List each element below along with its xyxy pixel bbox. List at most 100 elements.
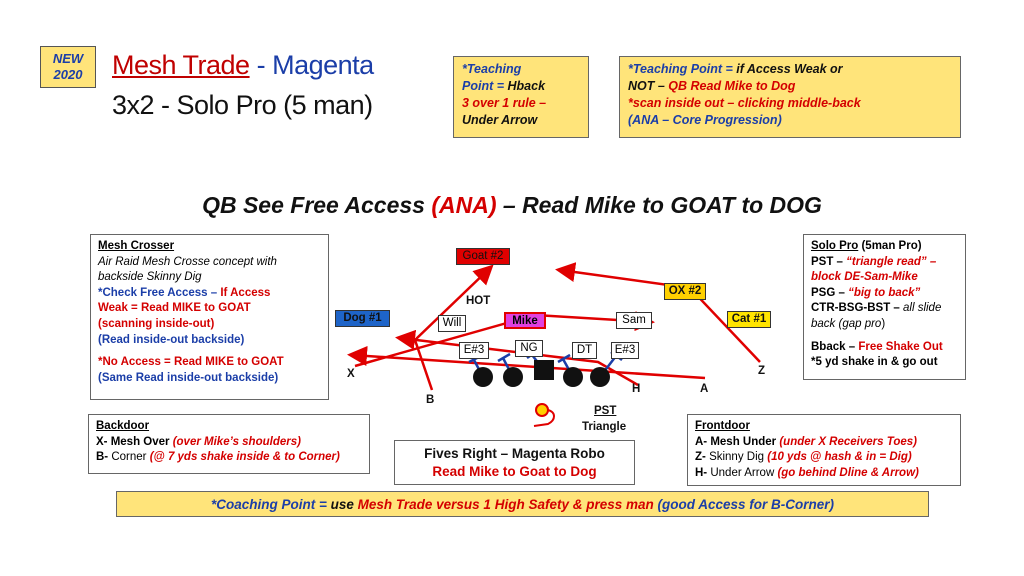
tp2-line1: *Teaching Point = if Access Weak or — [628, 61, 952, 78]
ol-right-tackle — [590, 367, 610, 387]
solo-line4b: all slide — [903, 302, 942, 315]
ol-left-guard — [503, 367, 523, 387]
qb-read-heading: QB See Free Access (ANA) – Read Mike to … — [0, 192, 1024, 219]
solo-title-main: Solo Pro — [811, 240, 859, 252]
tp2-line2b: QB Read Mike to Dog — [668, 79, 796, 93]
solo-line5b: ) — [881, 317, 886, 330]
teaching-point-hback: *Teaching Point = Hback 3 over 1 rule – … — [453, 56, 589, 138]
frontdoor-line1b: (under X Receivers Toes) — [779, 435, 917, 448]
pst-label: PST — [594, 405, 617, 417]
dog-label: Dog #1 — [335, 310, 390, 327]
frontdoor-line3c: (go behind Dline & Arrow) — [777, 466, 919, 479]
solo-line1a: PST – — [811, 255, 847, 268]
will-label: Will — [438, 315, 466, 332]
backdoor-line1a: X- Mesh Over — [96, 435, 173, 448]
new-badge: NEW 2020 — [40, 46, 96, 88]
h-back-label: H — [632, 383, 641, 395]
mesh-line3: *Check Free Access – If Access — [98, 286, 321, 302]
title-separator: - — [249, 50, 273, 80]
tp1-line2a: Point = — [462, 79, 508, 93]
mesh-line7: *No Access = Read MIKE to GOAT — [98, 356, 284, 369]
frontdoor-line1: A- Mesh Under (under X Receivers Toes) — [695, 435, 953, 451]
goat-label: Goat #2 — [456, 248, 510, 265]
tp2-line2a: NOT – — [628, 79, 669, 93]
z-receiver-label: Z — [758, 365, 766, 377]
solo-line4a: CTR-BSG-BST – — [811, 302, 903, 315]
solo-line6: Bback – Free Shake Out — [811, 340, 958, 356]
coach-part-a: *Coaching Point = — [210, 497, 331, 512]
play-color: Magenta — [272, 50, 374, 80]
new-badge-line2: 2020 — [53, 67, 83, 82]
solo-line5: back (gap pro) — [811, 317, 958, 333]
mesh-line4: Weak = Read MIKE to GOAT — [98, 302, 251, 315]
e3-left-label: E#3 — [459, 342, 489, 359]
mesh-line2: backside Skinny Dig — [98, 271, 202, 284]
mesh-line5: (scanning inside-out) — [98, 317, 215, 330]
frontdoor-title: Frontdoor — [695, 420, 750, 432]
backdoor-line2a: B- — [96, 451, 112, 464]
dt-label: DT — [572, 342, 597, 359]
sam-label: Sam — [616, 312, 652, 329]
tp2-line3: *scan inside out – clicking middle-back — [628, 96, 861, 110]
ol-right-guard — [563, 367, 583, 387]
coach-part-b: use — [330, 497, 358, 512]
mesh-line8: (Same Read inside-out backside) — [98, 371, 279, 384]
x-receiver-label: X — [347, 368, 355, 380]
backdoor-line2: B- Corner (@ 7 yds shake inside & to Cor… — [96, 450, 362, 466]
cat-label: Cat #1 — [727, 311, 771, 328]
solo-pro-box: Solo Pro (5man Pro) PST – “triangle read… — [803, 234, 966, 380]
backdoor-line2b: Corner — [111, 451, 150, 464]
coach-part-c: Mesh Trade versus 1 High Safety & press … — [357, 497, 658, 512]
solo-line1b: “triangle read” – — [846, 255, 937, 268]
backdoor-title: Backdoor — [96, 420, 150, 432]
heading-pre: QB See Free Access — [202, 192, 432, 218]
play-name: Mesh Trade — [112, 50, 250, 80]
tp2-line4: (ANA – Core Progression) — [628, 113, 782, 127]
heading-ana: (ANA) — [431, 192, 497, 218]
page-title: Mesh Trade - Magenta — [112, 50, 374, 81]
mesh-line3b: If Access — [220, 286, 271, 299]
tp1-line2: Point = Hback — [462, 78, 580, 95]
b-back-label: B — [426, 394, 435, 406]
frontdoor-line3a: H- — [695, 466, 711, 479]
solo-line6b: Free Shake Out — [858, 340, 943, 353]
tp1-line4: Under Arrow — [462, 113, 538, 127]
qb-marker — [535, 403, 549, 417]
tp1-line3: 3 over 1 rule – — [462, 96, 547, 110]
backdoor-line2c: (@ 7 yds shake inside & to Corner) — [149, 451, 340, 464]
tp1-line1: *Teaching — [462, 62, 522, 76]
solo-line6a: Bback – — [811, 340, 859, 353]
coaching-point-box: *Coaching Point = use Mesh Trade versus … — [116, 491, 929, 517]
solo-line3: PSG – “big to back” — [811, 286, 958, 302]
tp2-line2: NOT – QB Read Mike to Dog — [628, 78, 952, 95]
teaching-point-access: *Teaching Point = if Access Weak or NOT … — [619, 56, 961, 138]
a-receiver-label: A — [700, 383, 709, 395]
solo-line5a: back (gap pro — [811, 317, 882, 330]
backdoor-line1: X- Mesh Over (over Mike’s shoulders) — [96, 435, 362, 451]
solo-line3a: PSG – — [811, 286, 849, 299]
frontdoor-line2c: (10 yds @ hash & in = Dig) — [767, 451, 912, 464]
a-route — [347, 345, 706, 380]
fives-line1: Fives Right – Magenta Robo — [424, 446, 605, 461]
solo-title-note: (5man Pro) — [858, 240, 922, 252]
tp2-line1b: if Access Weak or — [736, 62, 843, 76]
ol-center — [534, 360, 554, 380]
coach-part-d: (good Access for B-Corner) — [657, 497, 835, 512]
frontdoor-line2a: Z- — [695, 451, 710, 464]
heading-post: – Read Mike to GOAT to DOG — [496, 192, 822, 218]
mesh-crosser-title: Mesh Crosser — [98, 240, 175, 252]
fives-line2: Read Mike to Goat to Dog — [432, 464, 597, 479]
frontdoor-line3: H- Under Arrow (go behind Dline & Arrow) — [695, 466, 953, 482]
mesh-line3a: *Check Free Access – — [98, 286, 221, 299]
ng-label: NG — [515, 340, 543, 357]
qb-drop — [533, 409, 555, 427]
frontdoor-box: Frontdoor A- Mesh Under (under X Receive… — [687, 414, 961, 486]
backdoor-box: Backdoor X- Mesh Over (over Mike’s shoul… — [88, 414, 370, 474]
mesh-crosser-box: Mesh Crosser Air Raid Mesh Crosse concep… — [90, 234, 329, 400]
frontdoor-line3b: Under Arrow — [710, 466, 778, 479]
triangle-label: Triangle — [582, 421, 627, 433]
solo-line3b: “big to back” — [848, 286, 921, 299]
solo-line2: block DE-Sam-Mike — [811, 271, 918, 284]
ol-left-tackle — [473, 367, 493, 387]
